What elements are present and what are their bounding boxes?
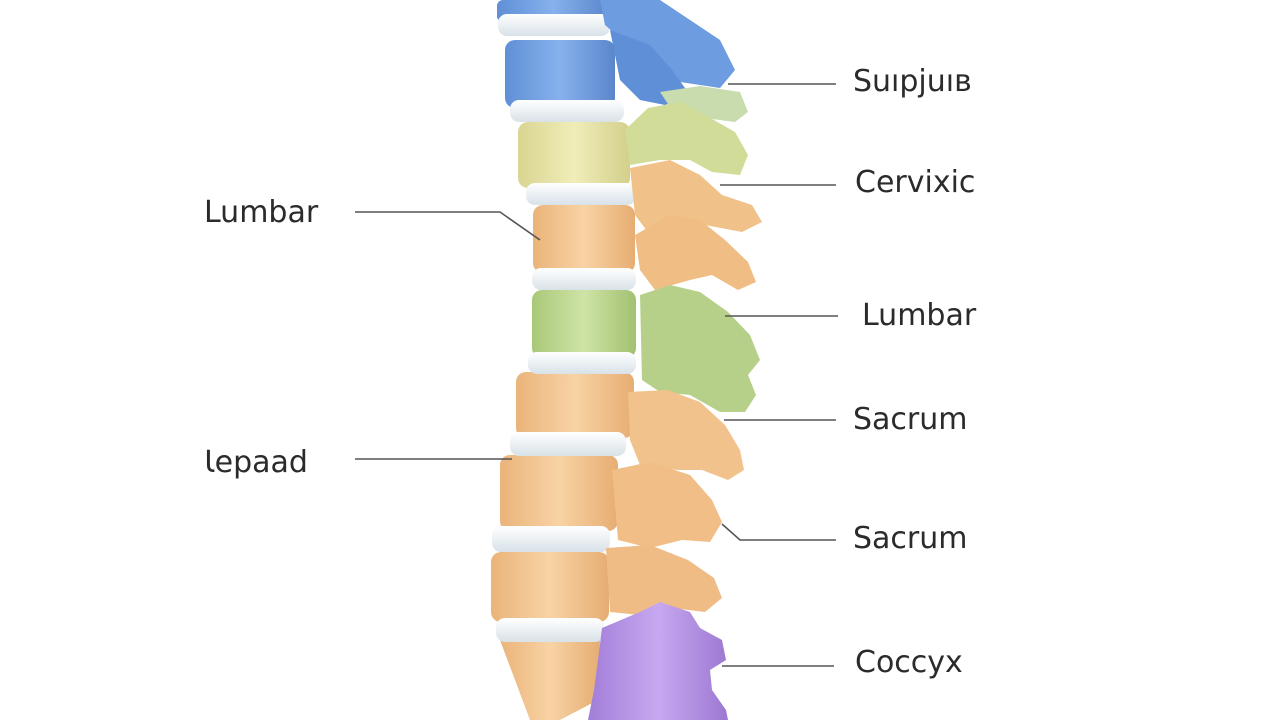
vertebra-l4: [491, 552, 609, 622]
process-orange-2: [635, 215, 756, 290]
disc: [526, 183, 636, 205]
disc: [498, 14, 610, 36]
intervertebral-discs: [492, 14, 636, 642]
process-upper-green: [660, 86, 748, 122]
label-cervixic: Cervixic: [855, 165, 976, 200]
process-orange-1: [630, 160, 762, 235]
vertebra-c2: [505, 40, 615, 108]
vertebra-bodies: [491, 0, 636, 720]
vertebra-l5: [500, 640, 600, 720]
process-orange-3: [628, 390, 744, 480]
leader-line-sacrum-2: [721, 523, 836, 541]
process-thoracic: [625, 102, 748, 175]
vertebra-l3: [500, 455, 618, 531]
disc: [492, 526, 610, 552]
coccyx-bone: [588, 602, 728, 720]
process-cervical: [600, 0, 735, 88]
disc: [510, 100, 624, 122]
vertebral-processes: [600, 0, 762, 615]
disc: [532, 268, 636, 290]
disc: [528, 352, 636, 374]
label-sacrum-2: Sacrum: [853, 521, 968, 556]
vertebra-l2: [516, 372, 634, 438]
disc: [496, 618, 604, 642]
label-lepaad: Ɩepaad: [204, 445, 308, 480]
process-cervical-2: [610, 30, 690, 105]
vertebra-t1: [518, 122, 630, 188]
disc: [510, 432, 626, 456]
label-sacrum-1: Sacrum: [853, 402, 968, 437]
label-coccyx: Coccyx: [855, 645, 963, 680]
leader-line-lumbar-left: [355, 211, 541, 241]
process-orange-4: [612, 462, 722, 548]
vertebra-s1: [532, 290, 636, 358]
label-suipjuib: Suıpjuıв: [853, 64, 972, 99]
label-lumbar-right: Lumbar: [862, 298, 977, 333]
process-orange-5: [606, 545, 722, 615]
label-lumbar-left: Lumbar: [204, 195, 319, 230]
leader-lines: [355, 83, 838, 667]
vertebra-l1: [533, 205, 635, 273]
